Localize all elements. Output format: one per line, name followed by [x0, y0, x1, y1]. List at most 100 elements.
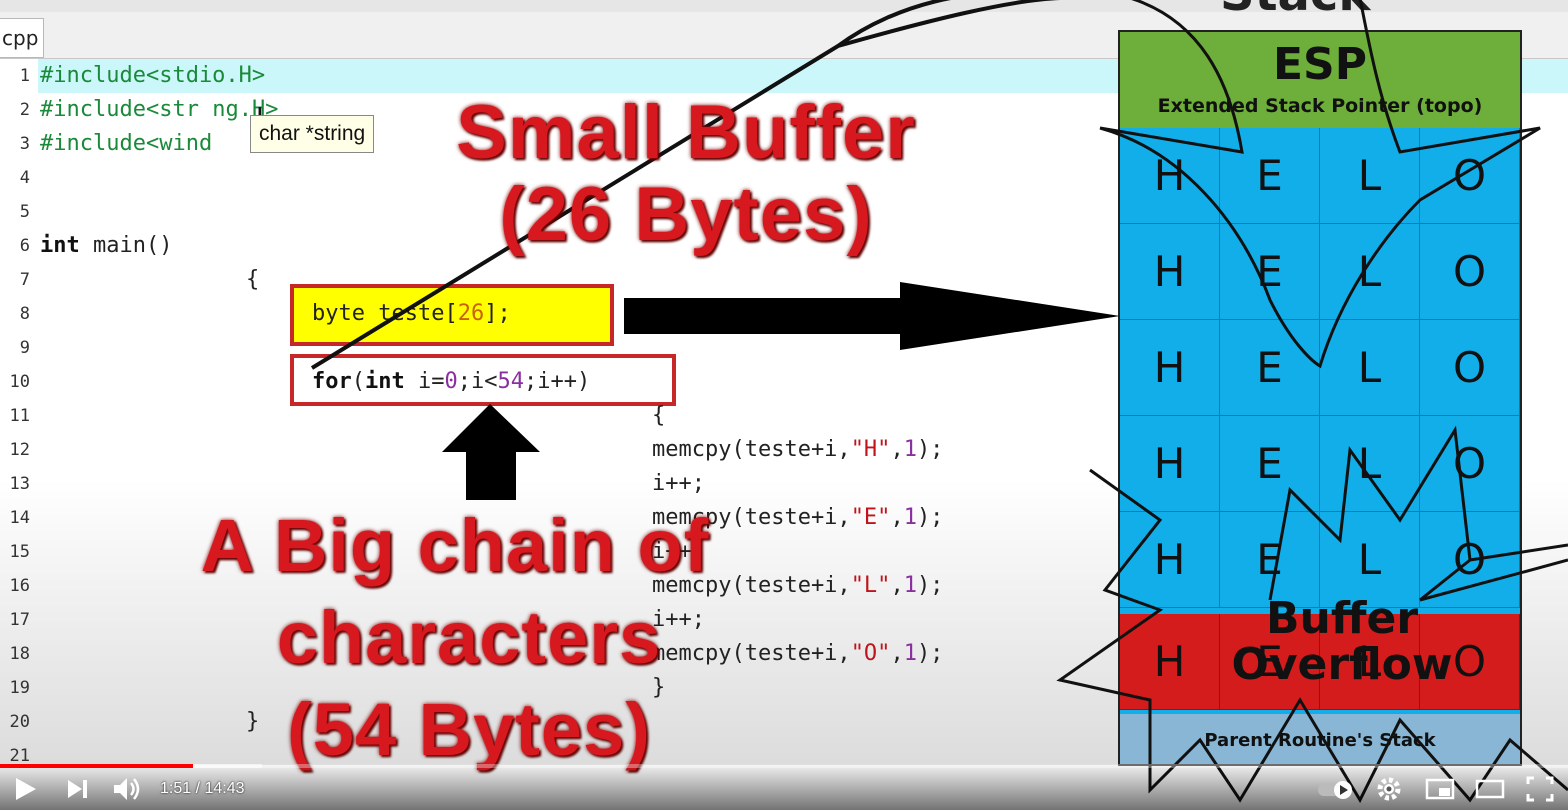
up-arrow — [442, 404, 540, 500]
stack-cell: H — [1120, 512, 1220, 608]
line-number: 3 — [19, 134, 30, 154]
stack-cell: E — [1220, 320, 1320, 416]
settings-icon[interactable] — [1374, 772, 1404, 806]
caption-line: Small Buffer — [456, 90, 916, 175]
code-line-6: int main() — [40, 233, 173, 258]
line-number: 16 — [9, 576, 30, 596]
next-icon[interactable] — [62, 772, 92, 806]
progress-bar[interactable] — [0, 764, 1568, 768]
caption-line: A Big chain of — [200, 504, 710, 587]
line-number: 8 — [19, 304, 30, 324]
line-number: 11 — [9, 406, 30, 426]
play-icon[interactable] — [10, 772, 40, 806]
line-number: 12 — [9, 440, 30, 460]
stack-cell: O — [1420, 224, 1520, 320]
line-number: 2 — [19, 100, 30, 120]
stack-cell: E — [1220, 224, 1320, 320]
line-number: 7 — [19, 270, 30, 290]
parent-stack-block: Parent Routine's Stack — [1120, 714, 1520, 764]
line-number: 10 — [9, 372, 30, 392]
for-loop-highlight — [290, 354, 676, 406]
code-line-14: memcpy(teste+i,"E",1); — [652, 505, 944, 530]
stack-cell: L — [1320, 614, 1420, 710]
esp-subtitle: Extended Stack Pointer (topo) — [1157, 95, 1483, 117]
esp-title: ESP — [1273, 39, 1367, 90]
code-line-20: } — [246, 709, 260, 734]
stack-cell: H — [1120, 614, 1220, 710]
code-line-2: #include<string.H> — [40, 97, 279, 122]
small-buffer-highlight — [290, 284, 614, 346]
progress-played — [0, 764, 193, 768]
stack-cell: L — [1320, 320, 1420, 416]
stack-cell: H — [1120, 128, 1220, 224]
line-number: 20 — [9, 712, 30, 732]
autoplay-toggle[interactable] — [1316, 772, 1356, 806]
caption-line: (54 Bytes) — [287, 688, 651, 771]
line-number: 9 — [19, 338, 30, 358]
code-line-7: { — [246, 267, 260, 292]
line-number-gutter: 1 2 3 4 5 6 7 8 9 10 11 12 13 14 15 16 1… — [0, 59, 34, 766]
code-line-10: for(int i=0;i<54;i++) — [312, 369, 591, 394]
small-buffer-caption: Small Buffer (26 Bytes) — [436, 92, 936, 256]
stack-cell: E — [1220, 614, 1320, 710]
stack-cell: L — [1320, 512, 1420, 608]
miniplayer-icon[interactable] — [1424, 772, 1456, 806]
overflow-line: Overflow — [1231, 639, 1453, 690]
code-line-19: } — [652, 675, 666, 700]
theater-icon[interactable] — [1474, 772, 1506, 806]
code-line-12: memcpy(teste+i,"H",1); — [652, 437, 944, 462]
scribble-shape — [1099, 0, 1541, 369]
code-line-17: i++; — [652, 607, 705, 632]
big-chain-caption: A Big chain of characters (54 Bytes) — [170, 500, 740, 776]
stack-cell: H — [1120, 416, 1220, 512]
stack-title-peek: Stack — [1220, 0, 1370, 22]
stack-cell: E — [1220, 128, 1320, 224]
time-display: 1:51 / 14:43 — [160, 780, 245, 797]
line-number: 19 — [9, 678, 30, 698]
code-line-13: i++; — [652, 471, 705, 496]
overflow-line: Buffer — [1265, 593, 1419, 644]
line-number: 13 — [9, 474, 30, 494]
fullscreen-icon[interactable] — [1524, 772, 1556, 806]
right-arrow — [624, 282, 1120, 350]
tooltip: char *string — [250, 115, 375, 153]
stack-cell: L — [1320, 416, 1420, 512]
player-controls — [0, 764, 1568, 810]
scribble-burst — [1056, 425, 1568, 804]
caption-line: characters — [276, 596, 662, 679]
code-line-11: { — [652, 403, 666, 428]
esp-block: ESP Extended Stack Pointer (topo) — [1120, 32, 1520, 128]
code-line-18: memcpy(teste+i,"O",1); — [652, 641, 944, 666]
scribble-line — [310, 0, 1061, 370]
stack-cell: H — [1120, 320, 1220, 416]
code-line-1: #include<stdio.H> — [40, 63, 266, 88]
stack-cell: O — [1420, 614, 1520, 710]
stack-cell: L — [1320, 128, 1420, 224]
code-line-3: #include<wind — [40, 131, 213, 156]
stack-cell: O — [1420, 320, 1520, 416]
code-line-16: memcpy(teste+i,"L",1); — [652, 573, 944, 598]
line-number: 21 — [9, 746, 30, 766]
volume-icon[interactable] — [110, 772, 144, 806]
stack-cell: L — [1320, 224, 1420, 320]
line-number: 4 — [19, 168, 30, 188]
line-number: 6 — [19, 236, 30, 256]
line-number: 15 — [9, 542, 30, 562]
line-number: 18 — [9, 644, 30, 664]
top-toolbar-strip — [0, 0, 1568, 12]
stack-cell: H — [1120, 224, 1220, 320]
line-number: 5 — [19, 202, 30, 222]
file-tab[interactable]: cpp — [0, 18, 44, 58]
line-number: 14 — [9, 508, 30, 528]
line-number: 1 — [19, 66, 30, 86]
stack-cell: E — [1220, 416, 1320, 512]
buffer-overflow-label: Buffer Overflow — [1222, 596, 1462, 688]
caption-line: (26 Bytes) — [499, 172, 873, 257]
